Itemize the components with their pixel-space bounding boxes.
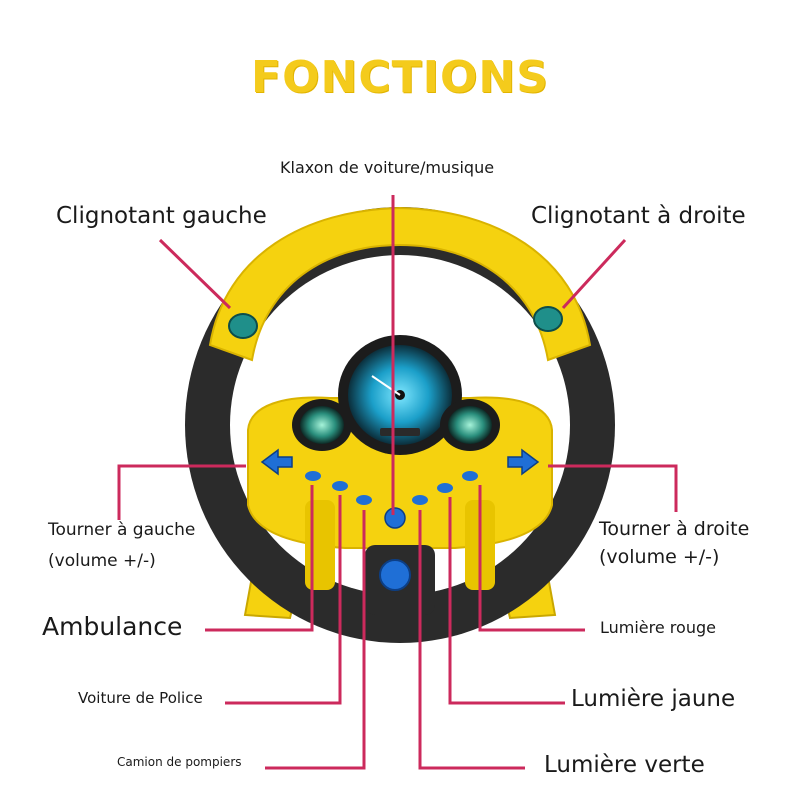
callout-camion-pompiers	[265, 510, 366, 770]
callout-lumiere-verte	[418, 510, 525, 770]
label-lumiere-jaune: Lumière jaune	[571, 686, 736, 712]
green-light-button	[412, 495, 428, 505]
red-light-button	[462, 471, 478, 481]
callout-tourner-droite	[548, 464, 678, 512]
callout-tourner-gauche	[117, 464, 246, 520]
callout-voiture-police	[225, 495, 342, 705]
label-clignotant-gauche: Clignotant gauche	[56, 203, 267, 229]
turn-right-arrow-button	[507, 448, 540, 476]
label-voiture-police: Voiture de Police	[78, 689, 203, 707]
label-tourner-droite: Tourner à droite	[599, 518, 750, 540]
right-small-gauge	[448, 406, 492, 444]
police-button	[332, 481, 348, 491]
ambulance-button	[305, 471, 321, 481]
label-klaxon: Klaxon de voiture/musique	[280, 158, 495, 177]
turn-left-arrow-button	[260, 448, 293, 476]
diagram-title: FONCTIONS	[251, 52, 549, 103]
callout-ambulance	[205, 485, 314, 632]
left-small-gauge	[300, 406, 344, 444]
left-signal-light	[228, 313, 258, 339]
label-tourner-droite-volume: (volume +/-)	[599, 546, 720, 568]
label-tourner-gauche: Tourner à gauche	[48, 520, 196, 540]
fire-truck-button	[356, 495, 372, 505]
callout-clignotant-gauche	[158, 238, 232, 310]
label-tourner-gauche-volume: (volume +/-)	[48, 551, 156, 571]
callout-lines	[117, 195, 678, 770]
horn-button	[384, 507, 406, 529]
yellow-light-button	[437, 483, 453, 493]
callout-clignotant-droite	[561, 238, 627, 310]
ignition-knob	[379, 559, 411, 591]
label-clignotant-droite: Clignotant à droite	[531, 203, 746, 229]
label-ambulance: Ambulance	[42, 612, 183, 641]
label-lumiere-verte: Lumière verte	[544, 752, 705, 778]
callout-lumiere-rouge	[478, 485, 585, 632]
callout-lumiere-jaune	[448, 497, 565, 705]
right-signal-light	[533, 306, 563, 332]
label-lumiere-rouge: Lumière rouge	[600, 618, 716, 637]
label-camion-pompiers: Camion de pompiers	[117, 755, 242, 769]
wheel-top-grip	[208, 206, 592, 362]
